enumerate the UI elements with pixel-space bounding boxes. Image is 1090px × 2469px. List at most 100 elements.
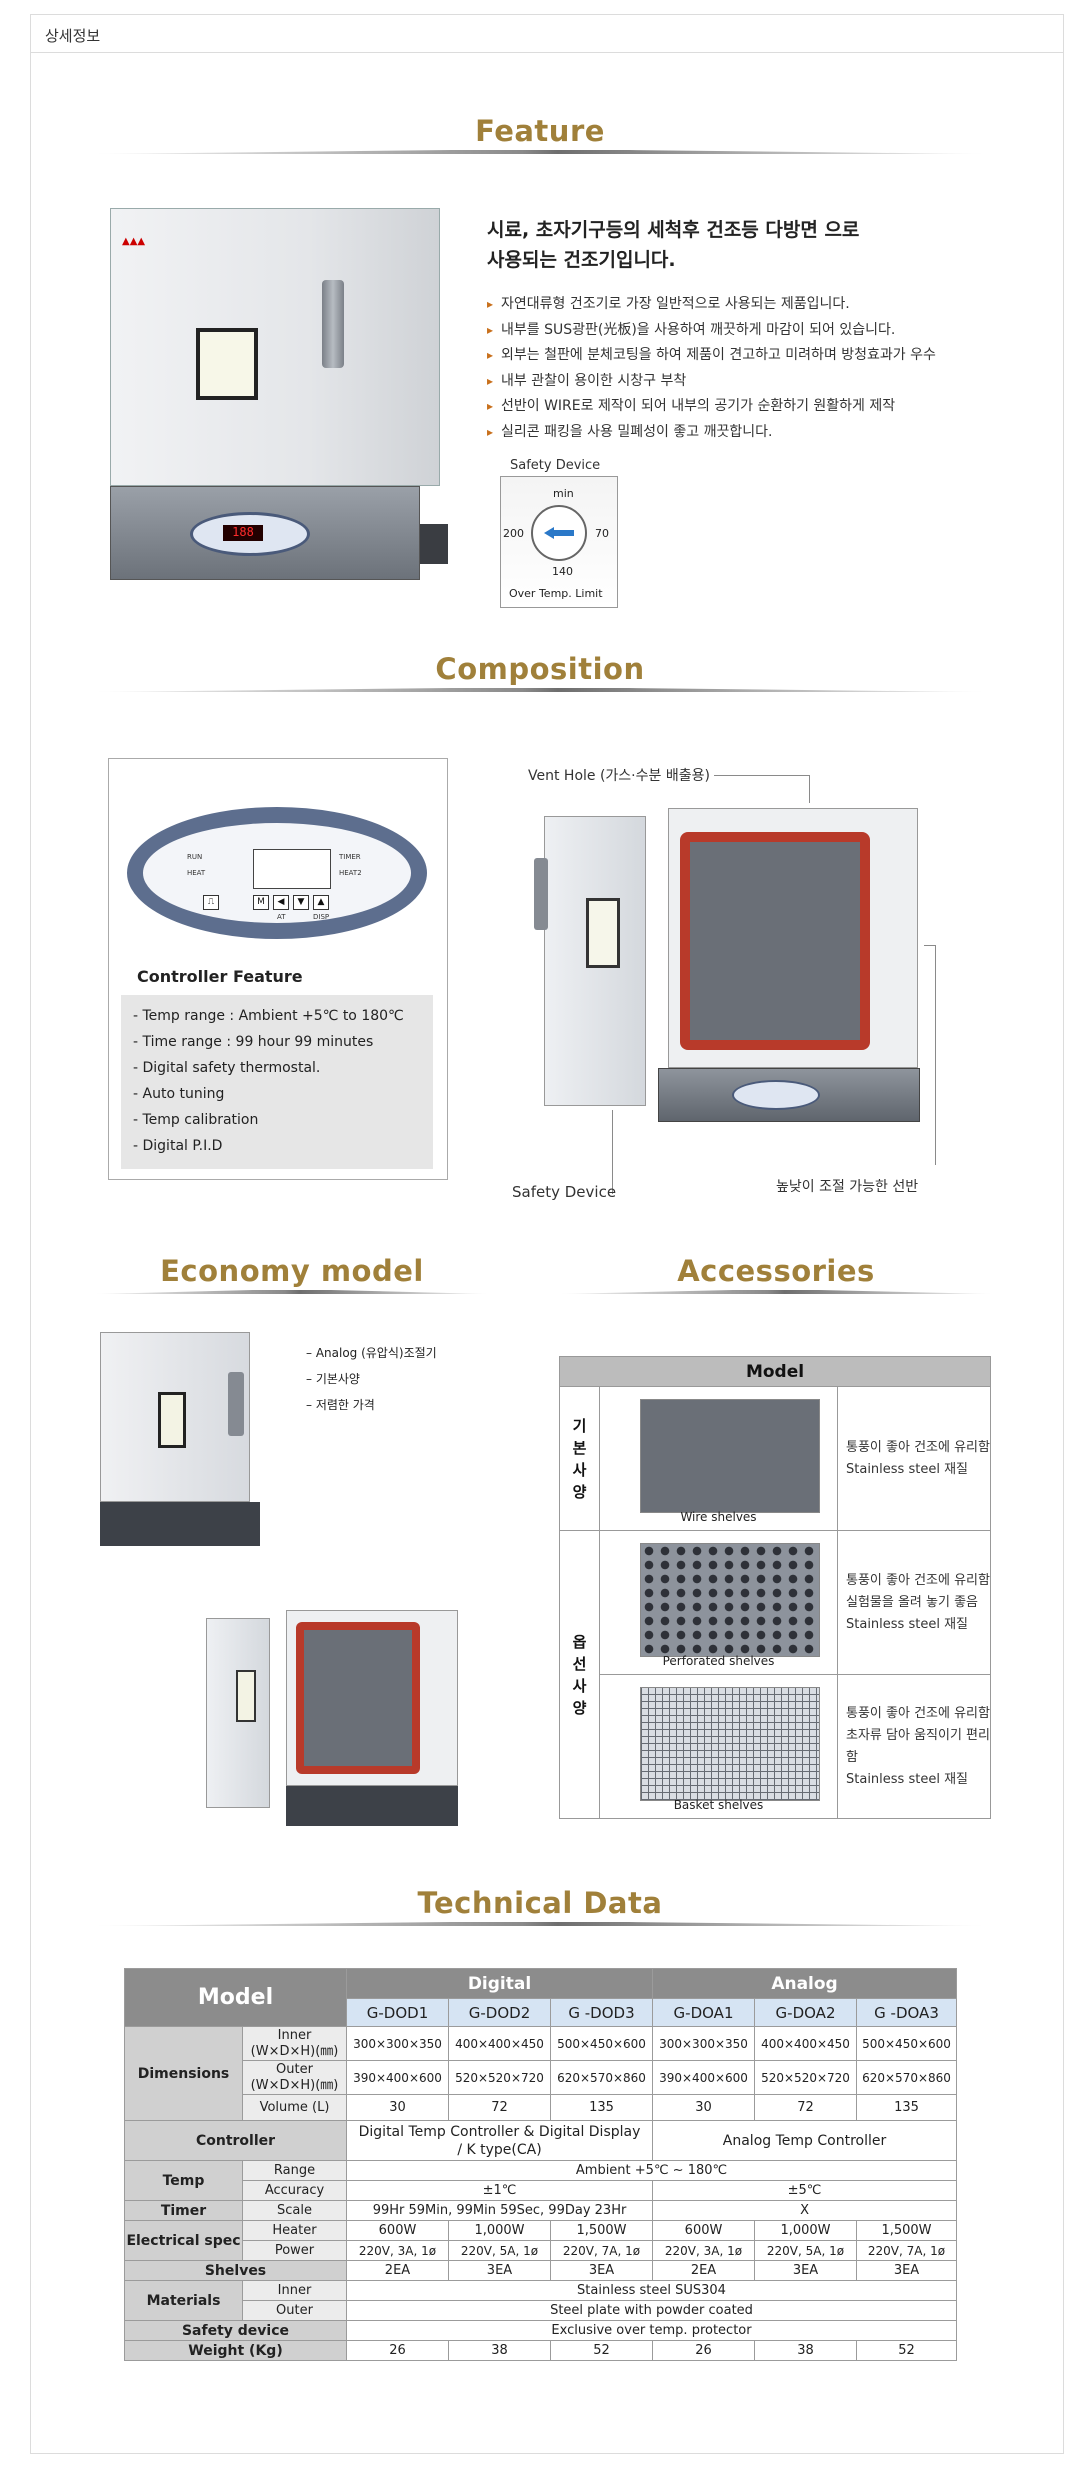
mode-button[interactable]: M: [253, 895, 269, 910]
table-cell: 1,000W: [448, 2220, 551, 2241]
list-item: - Auto tuning: [133, 1086, 225, 1102]
table-cell: 38: [754, 2340, 858, 2361]
table-cell: 220V, 7A, 1ø: [549, 2240, 654, 2261]
up-arrow-button[interactable]: ▲: [313, 895, 329, 910]
table-cell: 38: [448, 2340, 551, 2361]
table-cell: 3EA: [549, 2260, 654, 2281]
section-title: Technical Data: [417, 1886, 663, 1920]
feature-bullet-list: 자연대류형 건조기로 가장 일반적으로 사용되는 제품입니다. 내부를 SUS광…: [487, 292, 1047, 445]
model-header: Model: [124, 1968, 347, 2027]
table-row: Controller Digital Temp Controller & Dig…: [124, 2120, 958, 2161]
power-icon[interactable]: ⎍: [203, 895, 219, 910]
dimensions-label: Dimensions: [124, 2026, 243, 2121]
wire-shelves-cell: Wire shelves: [599, 1386, 838, 1531]
heat-indicator: HEAT: [187, 869, 206, 877]
door-window: [586, 898, 620, 968]
digital-controller-cell: Digital Temp Controller & Digital Displa…: [345, 2120, 654, 2161]
section-divider: [96, 688, 984, 692]
safety-device-row-label: Safety device: [124, 2320, 347, 2341]
controller-lcd: [253, 849, 331, 889]
accuracy-label: Accuracy: [242, 2180, 347, 2201]
list-item: – 저렴한 가격: [306, 1398, 375, 1412]
door-handle: [534, 858, 548, 930]
model-cell: G-DOD2: [448, 1998, 551, 2027]
list-item: 외부는 철판에 분체코팅을 하여 제품이 견고하고 미려하며 방청효과가 우수: [487, 343, 1047, 369]
basket-shelves-cell: Basket shelves: [599, 1674, 838, 1819]
inner-label: Inner(W×D×H)(㎜): [242, 2026, 347, 2061]
materials-inner-label: Inner: [242, 2280, 347, 2301]
composition-heading: Composition: [96, 652, 984, 696]
wire-shelves-caption: Wire shelves: [680, 1510, 757, 1524]
table-row: Weight (Kg) 26 38 52 26 38 52: [124, 2340, 958, 2361]
table-cell: 220V, 5A, 1ø: [448, 2240, 551, 2261]
dial-left-label: 200: [503, 527, 524, 540]
down-arrow-button[interactable]: ▼: [293, 895, 309, 910]
table-row: Outer Steel plate with powder coated: [125, 2300, 958, 2321]
open-oven-image: [526, 808, 956, 1168]
perforated-shelves-cell: Perforated shelves: [599, 1530, 838, 1675]
table-row: Safety device Exclusive over temp. prote…: [124, 2320, 958, 2341]
detail-frame: 상세정보: [30, 14, 1064, 2454]
table-row: Accuracy ±1℃ ±5℃: [125, 2180, 958, 2201]
door-window: [236, 1670, 256, 1722]
dial: [531, 505, 587, 561]
table-cell: 3EA: [754, 2260, 858, 2281]
table-cell: 72: [448, 2094, 551, 2121]
control-panel: 188: [190, 512, 310, 556]
oven-window: [196, 328, 258, 400]
table-cell: 26: [652, 2340, 756, 2361]
controller-feature-box: RUN HEAT TIMER HEAT2 ⎍ M ◀ ▼ ▲ AT DISP C…: [108, 758, 448, 1180]
table-cell: 220V, 7A, 1ø: [856, 2240, 958, 2261]
table-cell: 620×570×860: [549, 2060, 654, 2095]
perforated-shelf-image: [640, 1543, 820, 1657]
section-title: Composition: [435, 652, 645, 686]
table-cell: 600W: [346, 2220, 449, 2241]
safety-device-label: Safety Device: [512, 1183, 617, 1201]
table-cell: 30: [346, 2094, 449, 2121]
adjustable-shelf-label: 높낮이 조절 가능한 선반: [776, 1179, 919, 1195]
safety-pointer-line: [612, 1110, 652, 1194]
heat2-indicator: HEAT2: [339, 869, 362, 877]
analog-group-header: Analog: [652, 1968, 958, 1999]
dial-caption: Over Temp. Limit: [509, 587, 603, 600]
table-row: Materials Inner Stainless steel SUS304: [124, 2280, 958, 2321]
feature-title: 시료, 초자기구등의 세척후 건조등 다방면 으로 사용되는 건조기입니다.: [487, 215, 859, 275]
volume-label: Volume (L): [242, 2094, 347, 2121]
materials-outer-label: Outer: [242, 2300, 347, 2321]
list-item: 선반이 WIRE로 제작이 되어 내부의 공기가 순환하기 원활하게 제작: [487, 394, 1047, 420]
analog-timer-cell: X: [652, 2200, 958, 2221]
controller-feature-heading: Controller Feature: [137, 967, 303, 986]
safety-device-dial-box: min 200 70 140 Over Temp. Limit: [500, 476, 618, 608]
oven-base: [100, 1502, 260, 1546]
at-label: AT: [277, 913, 286, 921]
digital-accuracy-cell: ±1℃: [345, 2180, 654, 2201]
electrical-label: Electrical spec: [124, 2220, 243, 2261]
table-cell: 600W: [652, 2220, 756, 2241]
timer-indicator: TIMER: [339, 853, 361, 861]
table-cell: 52: [856, 2340, 958, 2361]
technical-heading: Technical Data: [96, 1886, 984, 1930]
model-cell: G-DOA2: [754, 1998, 858, 2027]
table-cell: 26: [346, 2340, 449, 2361]
model-cell: G-DOD1: [346, 1998, 449, 2027]
run-indicator: RUN: [187, 853, 203, 861]
vent-pointer-line: [714, 775, 810, 803]
wire-shelf-image: [640, 1399, 820, 1513]
temp-label: Temp: [124, 2160, 243, 2201]
section-divider: [560, 1290, 992, 1294]
table-cell: 1,500W: [856, 2220, 958, 2241]
model-cell: G -DOA3: [856, 1998, 958, 2027]
left-arrow-button[interactable]: ◀: [273, 895, 289, 910]
section-divider: [96, 150, 984, 154]
warning-icons: ▲▲▲: [122, 236, 146, 247]
digital-timer-cell: 99Hr 59Min, 99Min 59Sec, 99Day 23Hr: [345, 2200, 654, 2221]
model-cell: G-DOA1: [652, 1998, 756, 2027]
tab-detail-info[interactable]: 상세정보: [45, 27, 101, 45]
section-title: Economy model: [160, 1254, 424, 1288]
model-row: G-DOD1 G-DOD2 G -DOD3 G-DOA1 G-DOA2 G -D…: [125, 1998, 958, 2027]
section-divider: [96, 1922, 984, 1926]
table-cell: 220V, 3A, 1ø: [652, 2240, 756, 2261]
